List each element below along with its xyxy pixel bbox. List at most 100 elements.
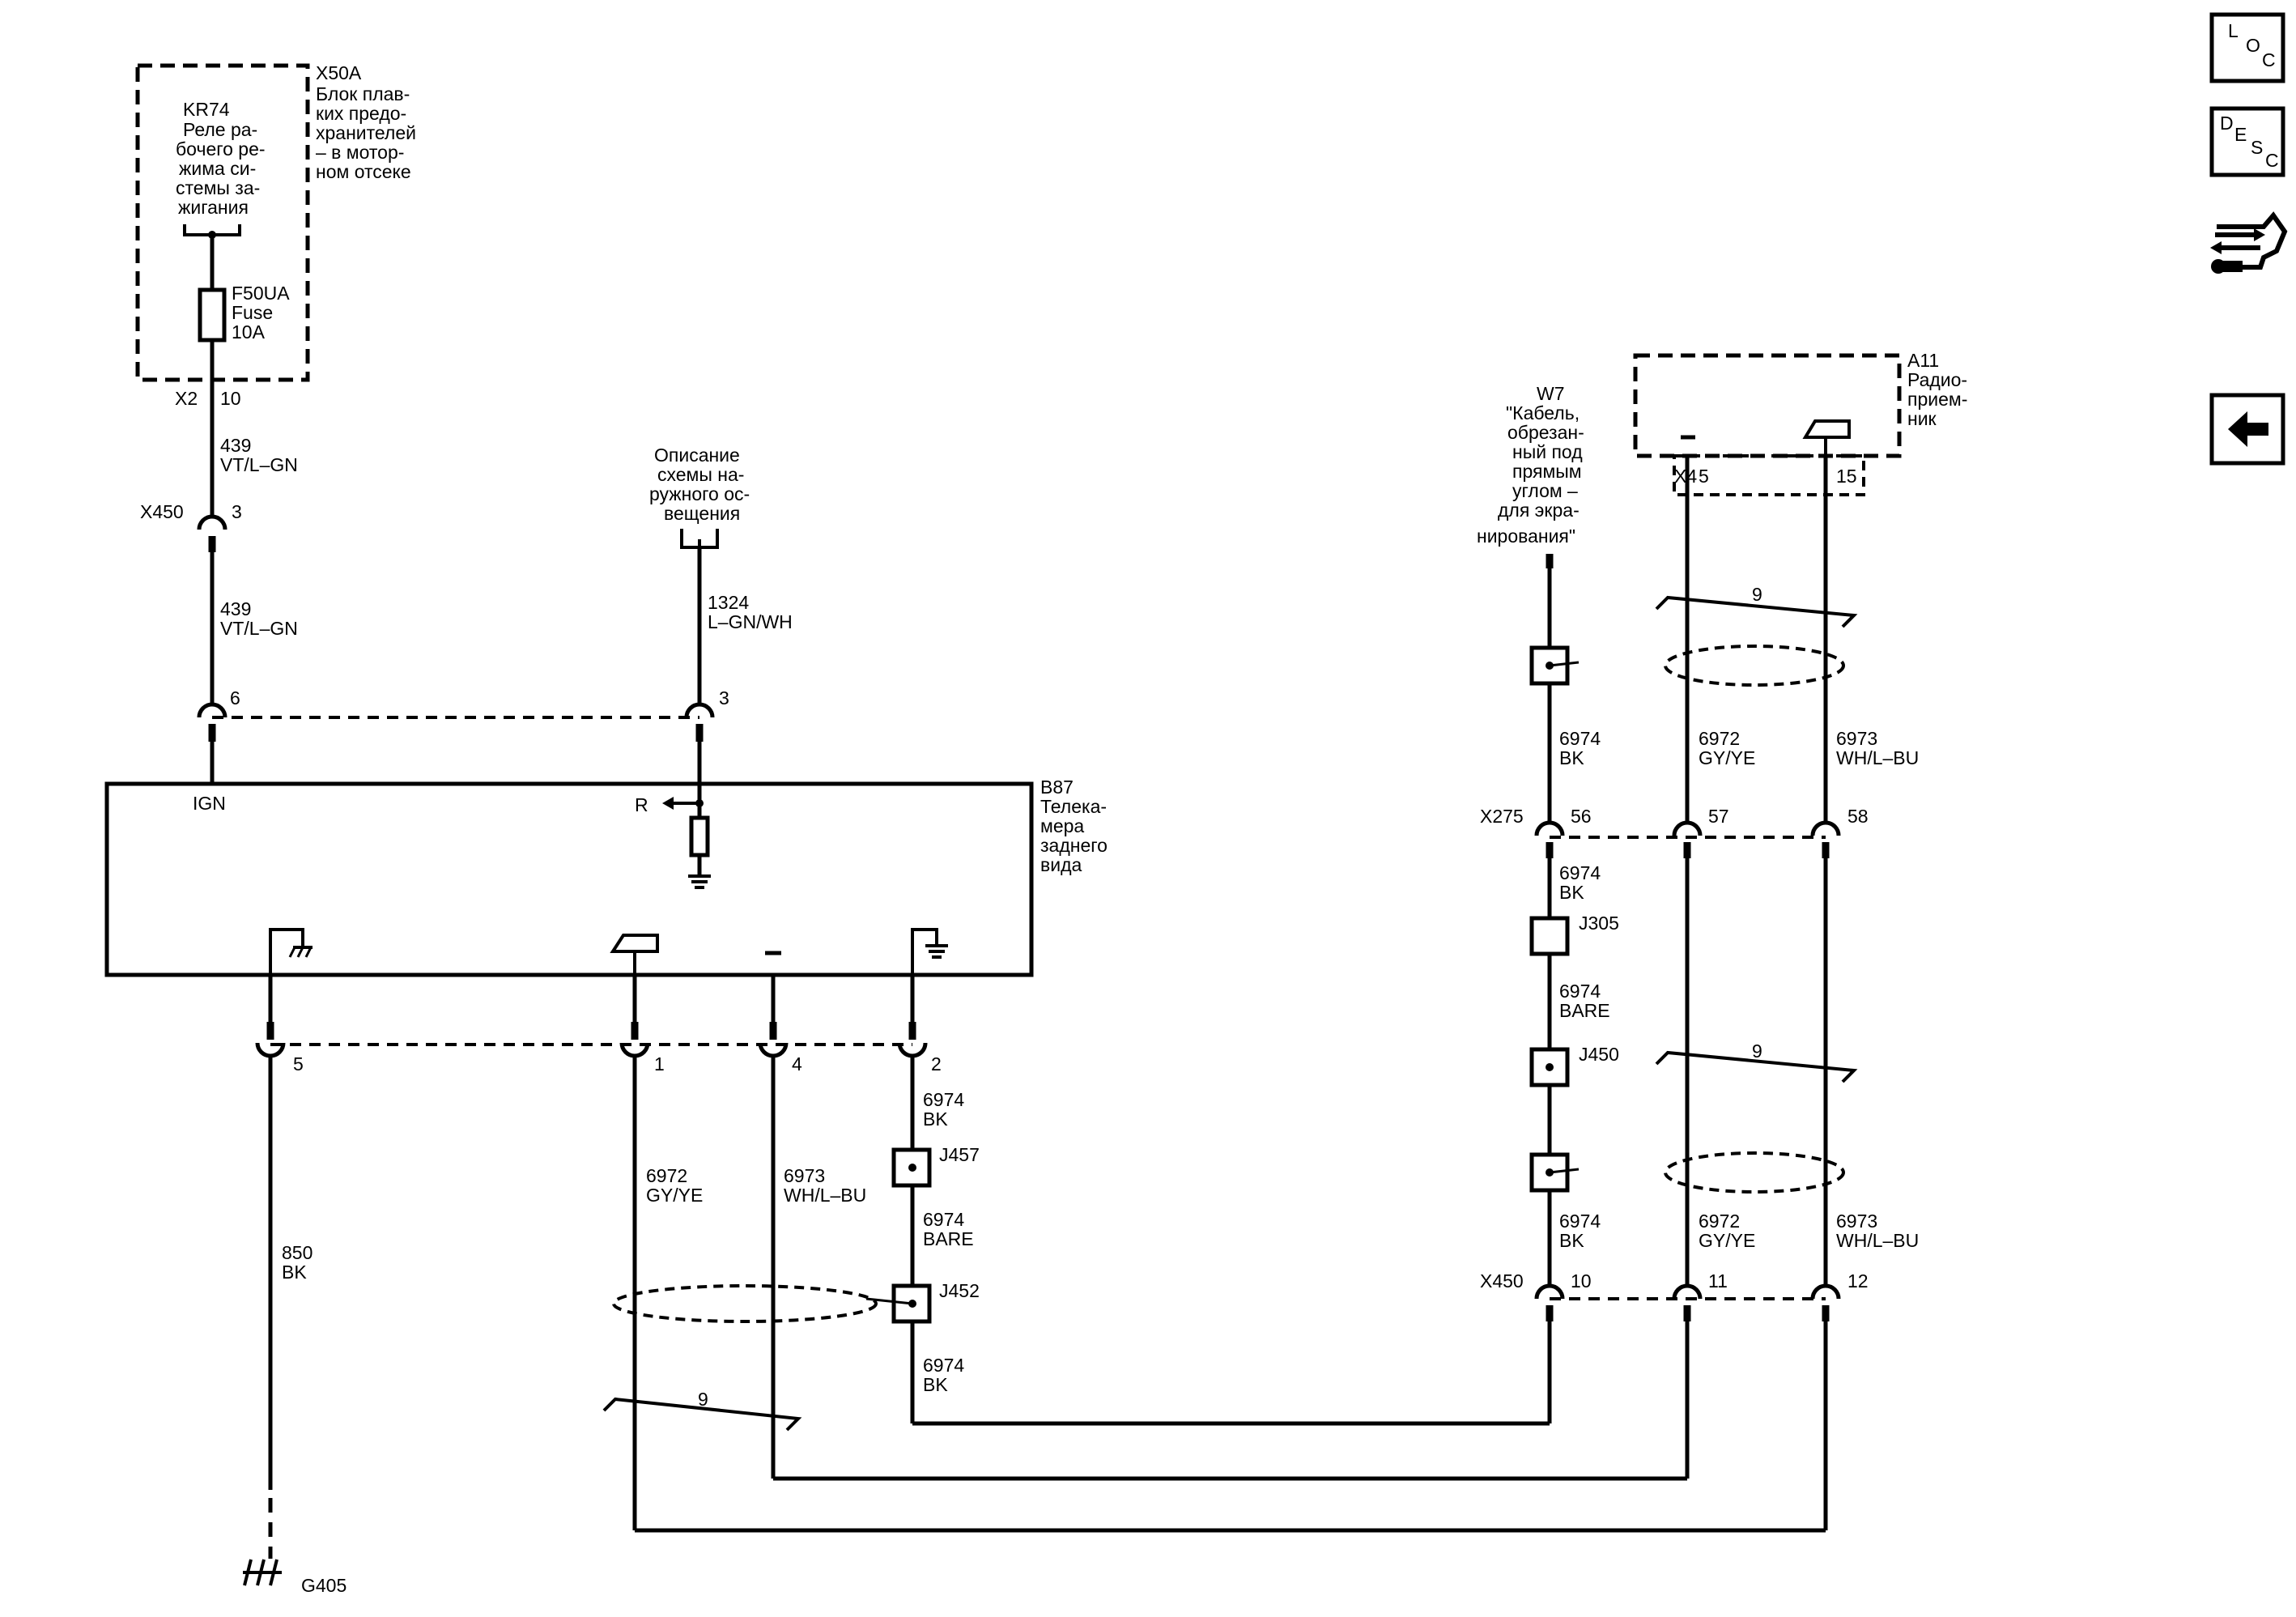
fuse-block-name-line: ких предо-: [316, 103, 406, 124]
inline-connector-x450-pin12: [1810, 1283, 1841, 1321]
loc-letter: C: [2262, 49, 2276, 70]
lighting-ref-line: ружного ос-: [649, 483, 750, 504]
radio-id: A11: [1907, 350, 1939, 371]
connector-x4-outline: [1673, 454, 1865, 496]
wire-color-label: BK: [923, 1374, 948, 1395]
wire-color-label: GY/YE: [1699, 747, 1755, 768]
relay-id: KR74: [183, 99, 230, 120]
description-button[interactable]: D E S C: [2209, 106, 2285, 177]
inline-connector-x275-pin57: [1672, 820, 1703, 858]
splice-label: J457: [939, 1144, 980, 1165]
resistor-icon: [689, 815, 710, 857]
fuse-rating: 10A: [232, 321, 266, 343]
connector-x450-label: X450: [140, 501, 184, 522]
camera-id: B87: [1040, 777, 1074, 798]
wire-number-label: 6972: [1699, 728, 1740, 749]
fuse-id: F50UA: [232, 283, 290, 304]
wire-number-label: 6974: [923, 1089, 964, 1110]
back-button[interactable]: [2209, 393, 2285, 466]
twisted-pair-marker: 9: [602, 1389, 802, 1432]
connector-pin-label: 10: [1571, 1270, 1592, 1291]
camera-name-line: вида: [1040, 854, 1082, 875]
relay-name-line: Реле ра-: [183, 119, 257, 140]
reverse-input-label: R: [635, 794, 648, 815]
lighting-reference: Описание схемы на- ружного ос- вещения: [649, 445, 750, 549]
fuse-block-name-line: – в мотор-: [316, 142, 404, 163]
wire-number-label: 6973: [1836, 1211, 1877, 1232]
ign-label: IGN: [193, 793, 226, 814]
shield-drain-terminal: [1529, 1152, 1580, 1193]
loc-letter: L: [2228, 20, 2239, 41]
chassis-ground-icon: [269, 928, 313, 976]
wire-color-label: BK: [282, 1262, 307, 1283]
camera-connector-pin3: [684, 702, 715, 742]
radio-name-line: ник: [1907, 408, 1937, 429]
wire-number-label: 6972: [646, 1165, 687, 1186]
wire-number-label: 850: [282, 1242, 313, 1263]
wire-color-label: GY/YE: [646, 1185, 703, 1206]
wire-number-label: 6974: [1559, 1211, 1601, 1232]
connector-pin-label: 3: [719, 687, 729, 709]
cable-name-line: углом –: [1512, 480, 1578, 501]
connector-x275-label: X275: [1480, 806, 1524, 827]
camera-connector-pin6: [197, 702, 227, 742]
connector-pin-label: 6: [230, 687, 240, 709]
relay-kr74: KR74 Реле ра- бочего ре- жима си- стемы …: [176, 99, 266, 239]
shield-drain-terminal: [1529, 645, 1580, 686]
lighting-ref-line: схемы на-: [657, 464, 744, 485]
radio-name-line: прием-: [1907, 389, 1967, 410]
connector-x450-label: X450: [1480, 1270, 1524, 1291]
inline-connector-x450-pin11: [1672, 1283, 1703, 1321]
lighting-ref-line: вещения: [664, 503, 740, 524]
connector-pin-label: 3: [232, 501, 242, 522]
connector-x2-label: X2: [175, 388, 198, 409]
camera-connector-pin4: [758, 1022, 789, 1058]
fuse-block-name-line: ном отсеке: [316, 161, 411, 182]
cable-name-line: для экра-: [1498, 500, 1580, 521]
wire-color-label: BK: [1559, 747, 1584, 768]
wire-number-label: 6972: [1699, 1211, 1740, 1232]
radio-a11: A11 Радио- прием- ник: [1633, 350, 1967, 458]
repair-procedure-icon[interactable]: [2210, 211, 2288, 274]
fuse-block-name-line: хранителей: [316, 122, 416, 143]
signal-ground-icon: [911, 928, 948, 976]
wire-color-label: WH/L–BU: [1836, 1230, 1919, 1251]
inline-connector-x275-pin56: [1534, 820, 1565, 858]
connector-pin-label: 1: [654, 1053, 665, 1074]
desc-letter: E: [2234, 124, 2247, 145]
connector-pin-label: 11: [1708, 1270, 1728, 1291]
wire-number-label: 6974: [1559, 981, 1601, 1002]
wire-color-label: VT/L–GN: [220, 454, 298, 475]
relay-name-line: стемы за-: [176, 177, 260, 198]
rear-camera-b87: B87 Телека- мера заднего вида IGN R: [104, 777, 1108, 977]
connector-pin-label: 12: [1847, 1270, 1869, 1291]
camera-name-line: Телека-: [1040, 796, 1107, 817]
connector-pin-label: 15: [1836, 466, 1857, 487]
location-button[interactable]: L O C: [2209, 12, 2285, 83]
twist-count-label: 9: [1752, 584, 1762, 605]
connector-pin-label: 4: [792, 1053, 802, 1074]
connector-pin-label: 57: [1708, 806, 1729, 827]
twisted-pair-marker: 9: [1655, 1040, 1858, 1083]
cable-w7: W7 "Кабель, обрезан- ный под прямым угло…: [1477, 383, 1584, 547]
splice-label: J452: [939, 1280, 980, 1301]
connector-pin-label: 5: [1699, 466, 1709, 487]
twist-count-label: 9: [1752, 1040, 1762, 1062]
wire-number-label: 439: [220, 435, 251, 456]
radio-name-line: Радио-: [1907, 369, 1967, 390]
fuse-block-id: X50A: [316, 62, 362, 83]
splice-j450: [1529, 1047, 1570, 1087]
ground-g405-icon: [243, 1559, 282, 1586]
connector-x2-pin: 10: [220, 388, 241, 409]
twist-count-label: 9: [698, 1389, 708, 1410]
relay-name-line: жима си-: [179, 158, 256, 179]
camera-connector-pin5: [255, 1022, 286, 1058]
desc-letter: S: [2251, 137, 2263, 158]
wire-number-label: 439: [220, 598, 251, 619]
cable-id: W7: [1537, 383, 1565, 404]
wire-color-label: BARE: [1559, 1000, 1610, 1021]
fuse-block-x50a: X50A Блок плав- ких предо- хранителей – …: [135, 62, 416, 382]
wire-number-label: 6974: [923, 1355, 964, 1376]
splice-label: J305: [1579, 913, 1619, 934]
shield-ellipse: [612, 1284, 878, 1323]
